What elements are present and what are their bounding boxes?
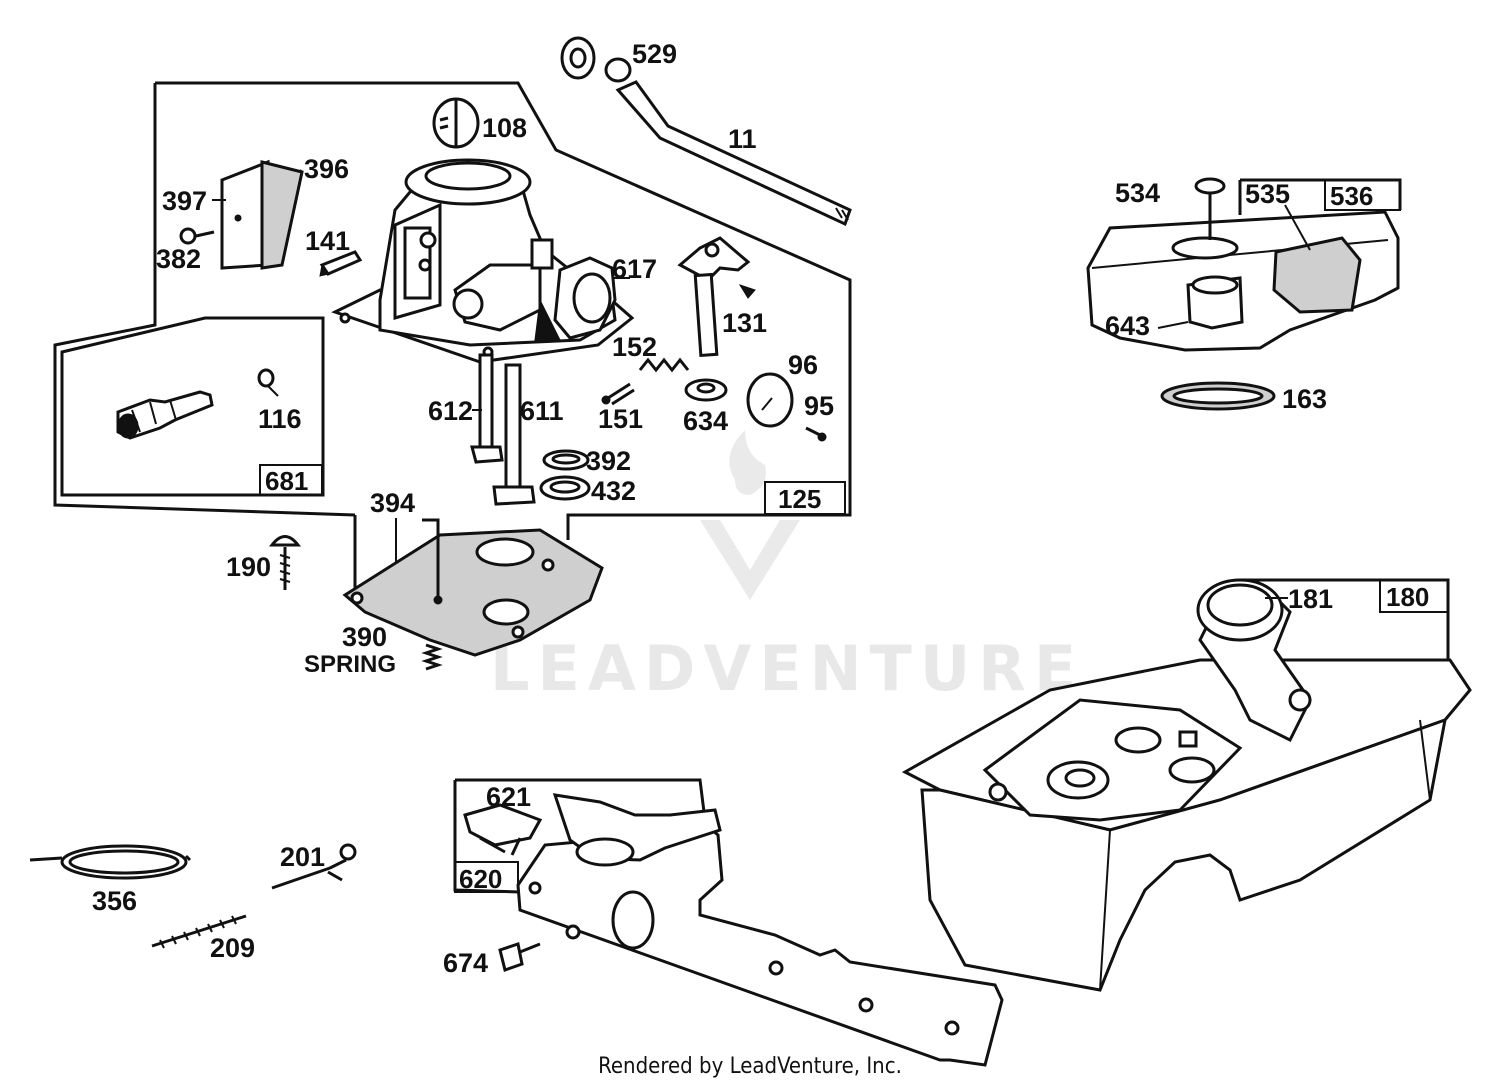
label-201: 201	[280, 842, 325, 872]
screw-95	[805, 426, 827, 442]
label-209: 209	[210, 933, 255, 963]
kit-536-box	[1324, 179, 1401, 211]
label-611: 611	[520, 396, 564, 426]
seal-432	[539, 475, 591, 501]
spring-152	[638, 357, 690, 373]
label-116: 116	[258, 404, 302, 434]
throttle-shaft	[677, 236, 756, 358]
pin-141	[319, 250, 363, 277]
carburetor-body	[331, 158, 635, 364]
washer-634	[684, 378, 728, 402]
label-11: 11	[728, 124, 757, 154]
spring-209	[151, 914, 247, 949]
air-cleaner-body	[1086, 210, 1400, 352]
label-kit-536: 536	[1330, 181, 1373, 211]
label-529: 529	[632, 39, 677, 69]
screw-611	[492, 363, 536, 506]
label-kit-681: 681	[265, 466, 308, 496]
label-396: 396	[304, 154, 349, 184]
spring-390	[421, 643, 443, 671]
kit-681-outline	[60, 316, 325, 497]
kit-620-box	[454, 861, 519, 893]
label-534: 534	[1115, 178, 1160, 208]
label-432: 432	[591, 476, 636, 506]
gasket-356	[29, 844, 192, 880]
kit-125-box	[764, 481, 846, 515]
label-152: 152	[612, 332, 657, 362]
label-141: 141	[305, 226, 350, 256]
kit-681-box	[259, 464, 323, 496]
screw-382	[179, 227, 215, 245]
o-ring-116	[257, 368, 279, 397]
label-108: 108	[482, 113, 527, 143]
fuel-pipe	[615, 80, 852, 227]
kit-180-box	[1379, 579, 1449, 613]
label-spring: SPRING	[304, 651, 396, 678]
label-634: 634	[683, 406, 728, 436]
footer-credit: Rendered by LeadVenture, Inc.	[598, 1054, 902, 1079]
label-96: 96	[788, 350, 818, 380]
label-392: 392	[586, 446, 631, 476]
diaphragm-gasket	[342, 518, 604, 657]
choke-shaft	[432, 97, 480, 149]
leadventure-watermark: LEADVENTURE	[490, 430, 1084, 705]
label-kit-180: 180	[1386, 582, 1429, 612]
label-397: 397	[162, 186, 207, 216]
label-382: 382	[156, 244, 201, 274]
watermark-text: LEADVENTURE	[490, 632, 1084, 705]
label-612: 612	[428, 396, 473, 426]
governor-link-621	[463, 803, 543, 856]
elbow-fitting	[560, 36, 632, 83]
label-163: 163	[1282, 384, 1327, 414]
label-390: 390	[342, 622, 387, 652]
label-617: 617	[612, 254, 657, 284]
throttle-plate	[746, 372, 794, 428]
fuel-tank	[901, 578, 1472, 992]
screw-190	[268, 535, 302, 590]
label-535: 535	[1245, 179, 1290, 209]
link-201	[271, 843, 357, 890]
screw-151	[601, 382, 635, 406]
label-643: 643	[1105, 311, 1150, 341]
label-kit-620: 620	[459, 864, 502, 894]
label-181: 181	[1288, 584, 1333, 614]
choke-plate	[220, 159, 304, 270]
screw-674	[498, 942, 541, 972]
screw-612	[470, 353, 504, 464]
bracket-620	[516, 793, 1004, 1067]
kit-125-outline	[53, 81, 852, 588]
washer-392	[542, 449, 590, 471]
label-131: 131	[722, 308, 767, 338]
label-190: 190	[226, 552, 271, 582]
gasket-163	[1160, 381, 1276, 411]
knob-534	[1194, 177, 1226, 240]
label-95: 95	[804, 391, 834, 421]
label-151: 151	[598, 404, 643, 434]
label-356: 356	[92, 886, 137, 916]
label-kit-125: 125	[778, 484, 821, 514]
label-674: 674	[443, 948, 488, 978]
label-621: 621	[486, 782, 531, 812]
label-394: 394	[370, 488, 415, 518]
needle-valve	[116, 390, 214, 440]
